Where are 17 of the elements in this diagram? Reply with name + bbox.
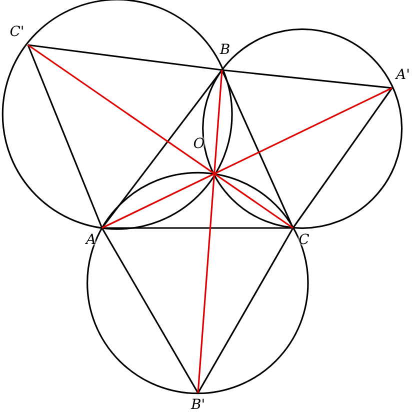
point-label: A [84, 232, 98, 249]
line-segment [222, 69, 392, 89]
point-label: C' [10, 24, 24, 41]
line-segment [292, 88, 393, 228]
line-segment [221, 70, 294, 228]
line-segment [197, 70, 223, 394]
line-segment [102, 87, 392, 229]
line-segment [28, 44, 294, 229]
line-segment [27, 44, 103, 228]
line-segment [28, 44, 222, 71]
line-segment [101, 70, 223, 228]
line-segment [101, 228, 199, 394]
line-segment [102, 227, 293, 229]
point-label: B' [191, 397, 205, 414]
point-label: B [218, 42, 232, 59]
point-label: A' [396, 67, 410, 84]
line-segment [197, 228, 294, 394]
